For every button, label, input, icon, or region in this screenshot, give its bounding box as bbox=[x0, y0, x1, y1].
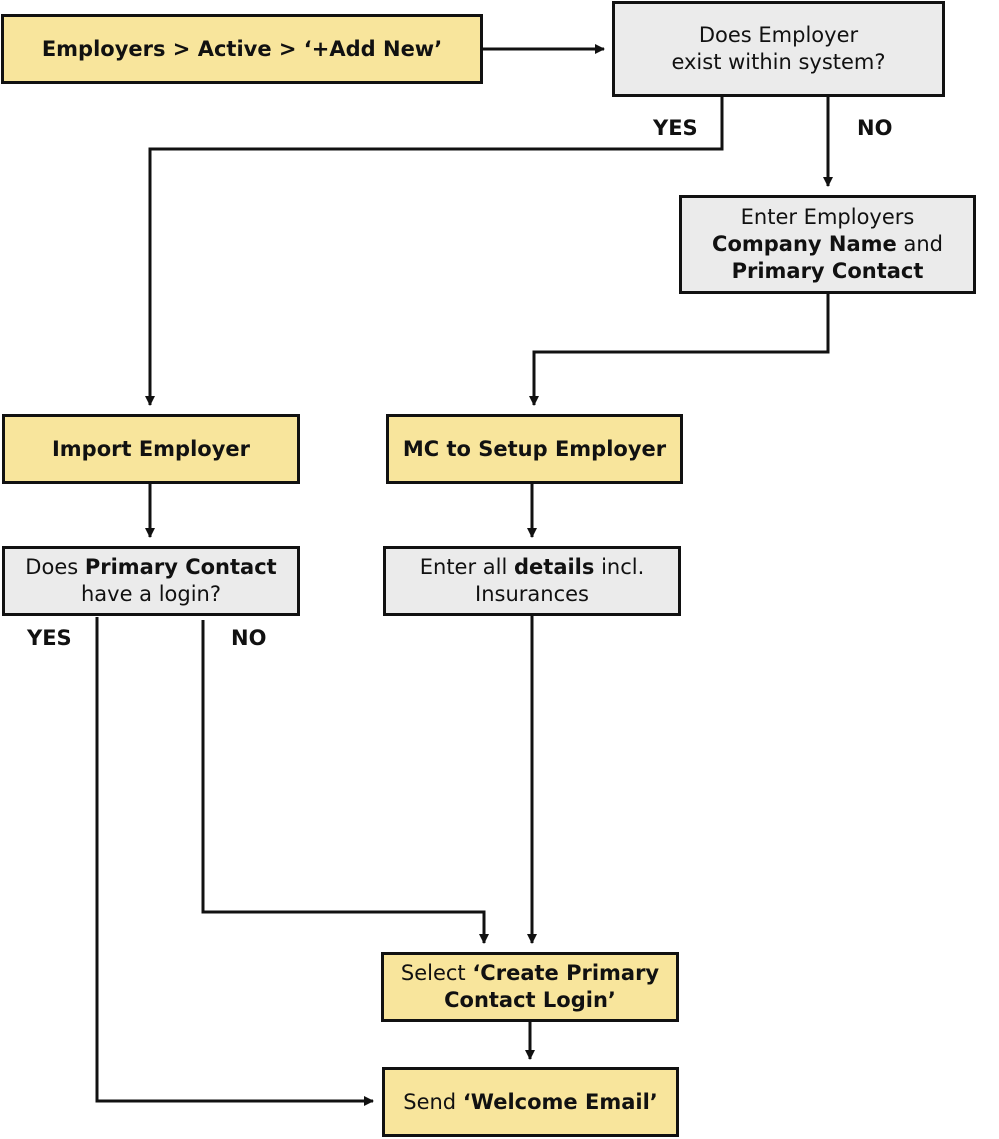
decision-employer-exists-line2: exist within system? bbox=[671, 50, 886, 74]
enter-all-line2: Insurances bbox=[475, 582, 589, 606]
start-node-label: Employers > Active > ‘+Add New’ bbox=[41, 36, 443, 61]
enter-employer-details-company-name: Company Name bbox=[712, 232, 897, 256]
mc-setup-employer-label: MC to Setup Employer bbox=[402, 436, 667, 461]
edge-login-yes-to-send bbox=[95, 617, 374, 1106]
enter-employer-details-primary-contact: Primary Contact bbox=[731, 259, 924, 283]
select-login-pre: Select bbox=[400, 961, 473, 985]
import-employer-node: Import Employer bbox=[2, 414, 300, 484]
edge-login-no-to-select bbox=[201, 620, 489, 944]
send-email-bold: ‘Welcome Email’ bbox=[462, 1089, 658, 1114]
enter-employer-details-node: Enter Employers Company Name and Primary… bbox=[679, 195, 976, 294]
edge-label-exists-yes: YES bbox=[653, 116, 698, 140]
start-node: Employers > Active > ‘+Add New’ bbox=[1, 14, 483, 84]
edge-exists-yes-to-import bbox=[145, 97, 724, 406]
decision-employer-exists: Does Employer exist within system? bbox=[612, 1, 945, 97]
enter-all-details-node: Enter all details incl. Insurances bbox=[383, 546, 681, 616]
enter-employer-details-and: and bbox=[896, 232, 943, 256]
import-employer-label: Import Employer bbox=[51, 436, 251, 461]
edge-label-login-yes: YES bbox=[27, 626, 72, 650]
enter-employer-details-line1: Enter Employers bbox=[740, 205, 915, 229]
send-welcome-email-node: Send ‘Welcome Email’ bbox=[382, 1067, 679, 1137]
edge-label-login-no: NO bbox=[231, 626, 267, 650]
edge-label-exists-no: NO bbox=[857, 116, 893, 140]
enter-all-pre: Enter all bbox=[419, 555, 514, 579]
decision-login-primary-contact: Primary Contact bbox=[84, 555, 277, 579]
select-login-bold1: ‘Create Primary bbox=[472, 961, 660, 985]
decision-login-pre: Does bbox=[25, 555, 85, 579]
enter-all-details: details bbox=[514, 555, 595, 579]
create-primary-contact-login-node: Select ‘Create Primary Contact Login’ bbox=[381, 952, 679, 1022]
enter-all-post: incl. bbox=[594, 555, 645, 579]
decision-login-line2: have a login? bbox=[80, 582, 222, 606]
select-login-bold2: Contact Login’ bbox=[444, 988, 616, 1012]
send-email-pre: Send bbox=[403, 1089, 463, 1114]
mc-setup-employer-node: MC to Setup Employer bbox=[386, 414, 683, 484]
decision-primary-contact-login: Does Primary Contact have a login? bbox=[2, 546, 300, 616]
decision-employer-exists-line1: Does Employer bbox=[698, 23, 859, 47]
edge-enter-to-mc bbox=[529, 294, 830, 406]
